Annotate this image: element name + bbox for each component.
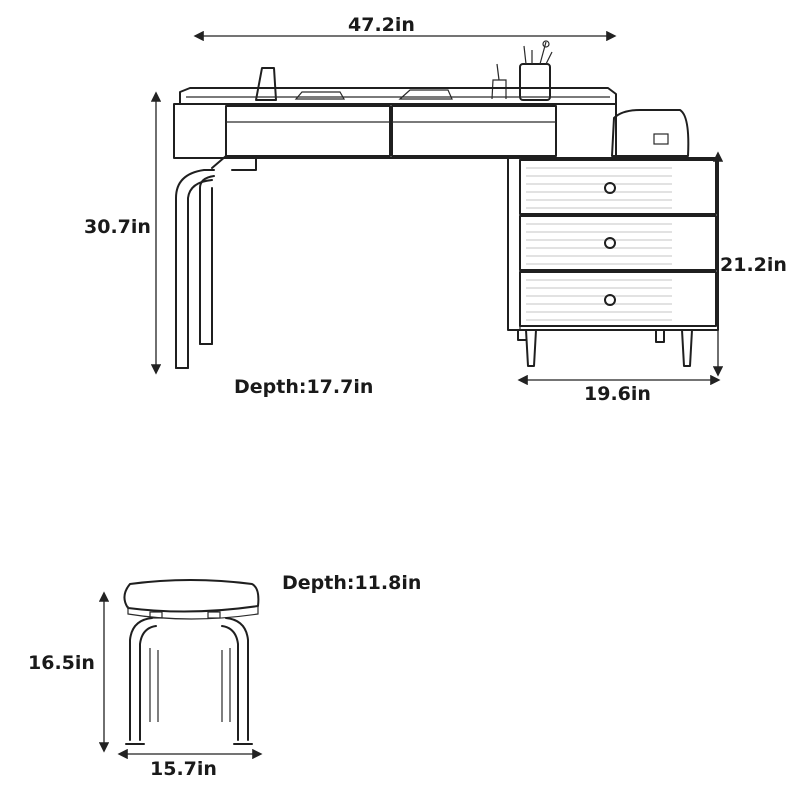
desk-drawer-right bbox=[391, 105, 557, 157]
stool-width-label: 15.7in bbox=[150, 758, 217, 780]
stool-leg-right bbox=[221, 617, 249, 741]
drawer-knob-icon bbox=[604, 294, 616, 306]
stool bbox=[123, 579, 260, 745]
desk-depth-label: Depth:17.7in bbox=[234, 376, 374, 398]
desk-apron bbox=[173, 103, 617, 159]
desk-height-label: 30.7in bbox=[84, 216, 151, 238]
drawer-knob-icon bbox=[604, 182, 616, 194]
desk bbox=[173, 40, 690, 369]
drawer-knob-icon bbox=[604, 237, 616, 249]
stool-height-label: 16.5in bbox=[28, 652, 95, 674]
desk-width-label: 47.2in bbox=[348, 14, 415, 36]
desktop-items bbox=[255, 40, 553, 101]
stool-leg-left bbox=[129, 617, 157, 741]
desk-leg-front bbox=[175, 169, 215, 369]
cabinet bbox=[507, 157, 719, 367]
stool-depth-label: Depth:11.8in bbox=[282, 572, 422, 594]
cabinet-leg bbox=[525, 329, 537, 367]
desk-drawer-left bbox=[225, 105, 391, 157]
cabinet-height-label: 21.2in bbox=[720, 254, 787, 276]
handbag bbox=[611, 109, 690, 157]
swivel-bracket bbox=[211, 155, 257, 171]
cabinet-width-label: 19.6in bbox=[584, 383, 651, 405]
stool-seat bbox=[123, 579, 260, 613]
